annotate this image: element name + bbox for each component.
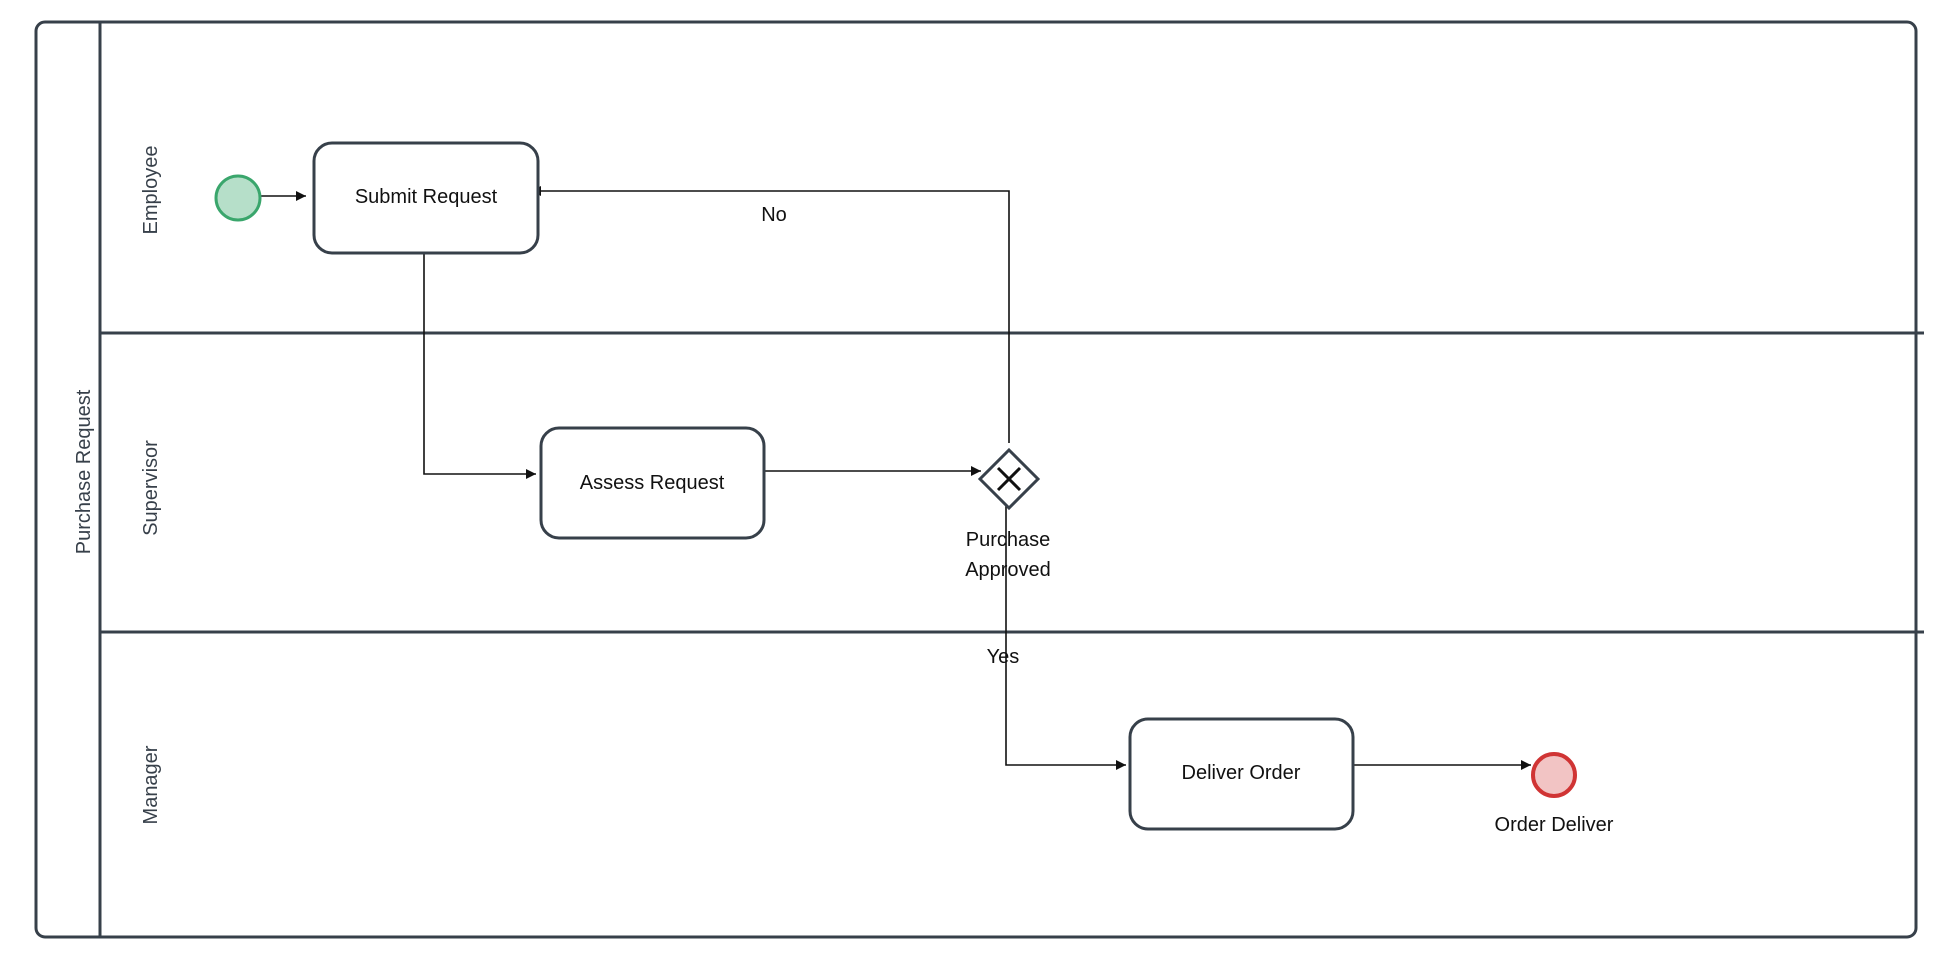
end-event[interactable] — [1531, 752, 1577, 798]
task-assess-request[interactable] — [539, 426, 766, 540]
flow-gateway-yes-to-deliver[interactable] — [1005, 497, 1126, 770]
gateway-label-line2: Approved — [965, 559, 1051, 581]
start-event[interactable] — [214, 174, 262, 222]
lane-label-manager: Manager — [140, 745, 162, 824]
task-deliver-order-label: Deliver Order — [1182, 762, 1301, 784]
task-submit-request[interactable] — [312, 141, 540, 255]
flow-label-no: No — [761, 204, 787, 226]
flow-label-yes: Yes — [987, 646, 1020, 668]
task-submit-request-label: Submit Request — [355, 186, 498, 208]
lane-label-supervisor: Supervisor — [140, 440, 162, 536]
task-assess-request-label: Assess Request — [580, 472, 725, 494]
flow-gateway-no-to-submit[interactable] — [531, 186, 1010, 443]
pool-label: Purchase Request — [73, 389, 95, 554]
task-deliver-order[interactable] — [1128, 717, 1355, 831]
gateway-x-icon-stroke — [996, 466, 1022, 492]
flow-submit-to-assess[interactable] — [423, 252, 536, 479]
gateway-label-line1: Purchase — [966, 529, 1051, 551]
end-event-label: Order Deliver — [1495, 814, 1614, 836]
lane-label-employee: Employee — [140, 146, 162, 235]
